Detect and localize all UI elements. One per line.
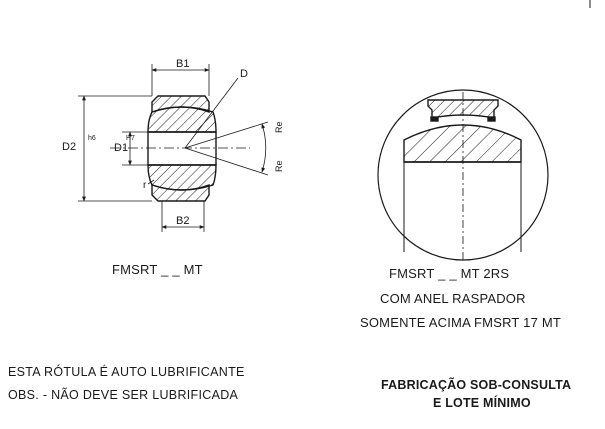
inner-ball-top [147,106,217,133]
fabrication-note-line2: E LOTE MÍNIMO [433,396,531,410]
seal-right [487,116,496,122]
right-inner-ball [403,124,522,163]
right-caption: FMSRT _ _ MT 2RS [389,266,510,281]
fabrication-note-line1: FABRICAÇÃO SOB-CONSULTA [381,378,572,392]
angle-re-bottom-label: Re [274,160,284,172]
right-outer-ring [427,99,499,119]
dim-b1-label: B1 [176,58,189,70]
tolerance-h7-label: H7 [126,135,135,142]
left-bearing-drawing [78,64,269,232]
right-bearing-drawing [377,89,549,261]
tolerance-h6-label: h6 [88,135,96,142]
dim-d2-label: D2 [62,141,76,153]
right-caption-line3: SOMENTE ACIMA FMSRT 17 MT [360,315,561,330]
inner-ball-bottom [147,164,217,191]
dim-d-label: D [240,68,248,80]
radius-r-label: r [143,180,147,191]
angle-re-top-label: Re [274,121,284,133]
dim-d1-label: D1 [114,142,128,154]
dim-b2-label: B2 [176,215,189,227]
lubrication-note-line1: ESTA RÓTULA É AUTO LUBRIFICANTE [8,365,245,379]
right-caption-line2: COM ANEL RASPADOR [380,291,526,306]
lubrication-note-line2: OBS. - NÃO DEVE SER LUBRIFICADA [8,388,239,402]
seal-left [430,116,439,122]
left-caption: FMSRT _ _ MT [112,262,203,277]
